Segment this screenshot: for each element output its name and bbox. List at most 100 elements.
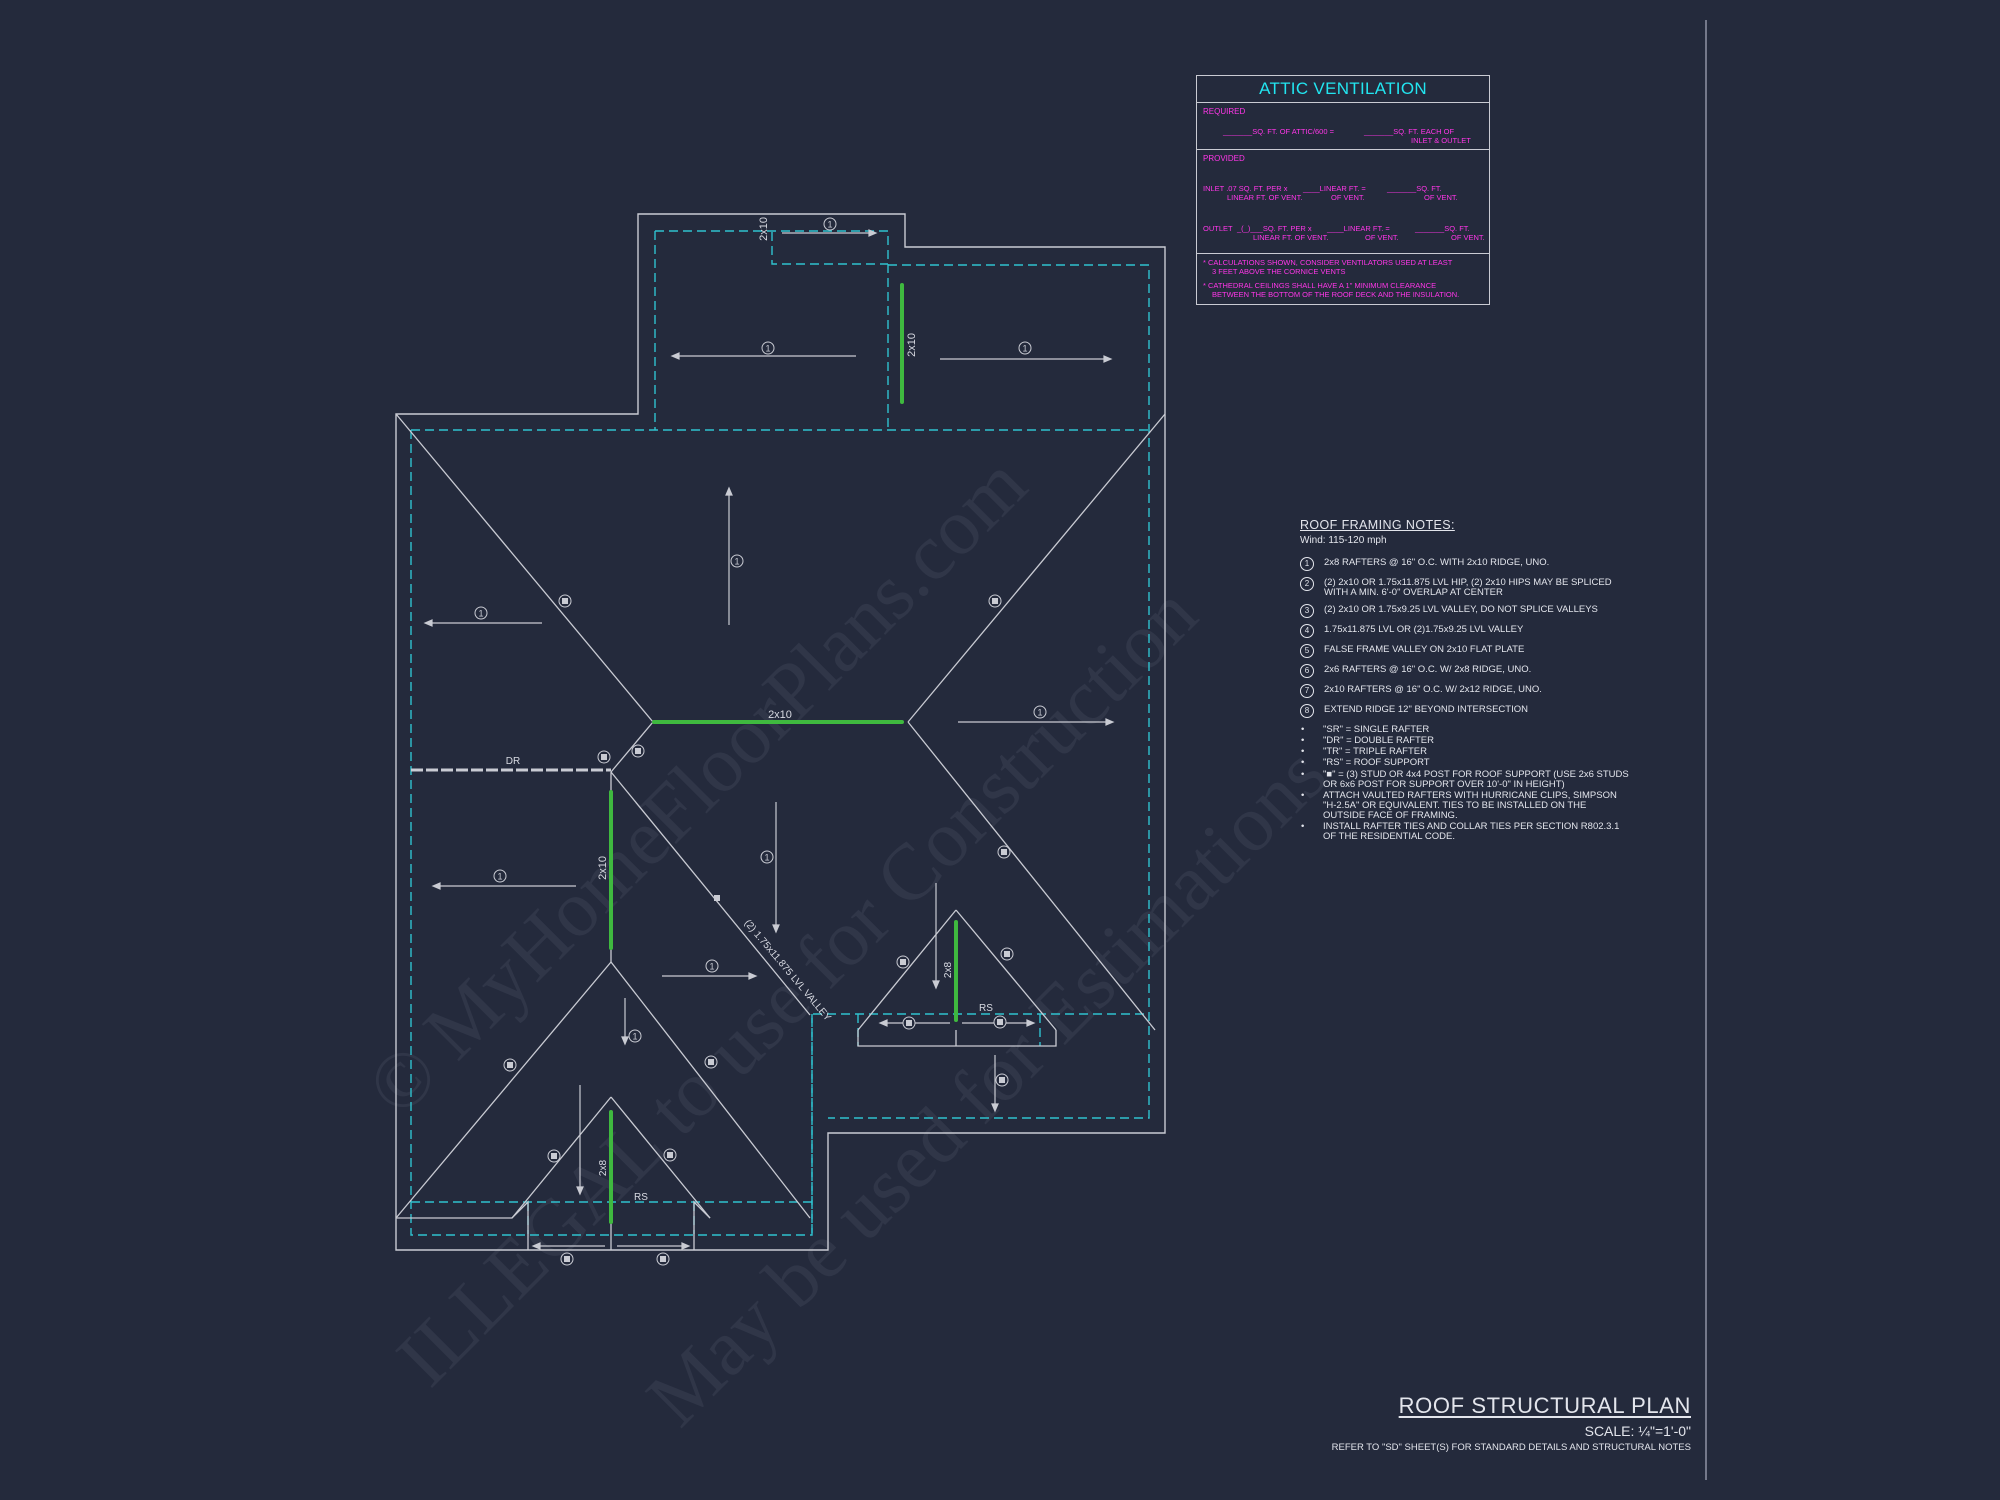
roof-support-marker <box>560 1252 574 1266</box>
notes-heading: ROOF FRAMING NOTES: <box>1300 518 1455 532</box>
roof-support-marker <box>995 1073 1009 1087</box>
bullet-symbol: • <box>1301 735 1305 746</box>
attic-ventilation-title: ATTIC VENTILATION <box>1197 76 1489 103</box>
note-bullet-item: • "DR" = DOUBLE RAFTER <box>1300 736 1630 746</box>
double-rafter-label: DR <box>506 756 520 767</box>
roof-support-marker <box>993 1015 1007 1029</box>
outlet-d: ____LINEAR FT. = <box>1327 224 1390 233</box>
ridge-top-label: 2x10 <box>758 217 770 241</box>
inlet-d: OF VENT. <box>1331 193 1365 202</box>
svg-text:1: 1 <box>734 557 739 567</box>
roof-support-marker <box>631 744 645 758</box>
valley-post-square <box>714 895 720 901</box>
note-text: EXTEND RIDGE 12" BEYOND INTERSECTION <box>1324 704 1528 715</box>
ridge-main-label: 2x10 <box>768 709 792 721</box>
svg-text:1: 1 <box>764 853 769 863</box>
rafter-tag: 1 <box>761 341 775 355</box>
roof-support-marker <box>597 750 611 764</box>
roof-support-marker <box>896 955 910 969</box>
ridges <box>609 283 958 1224</box>
bay-outlines <box>396 1030 1057 1250</box>
bullet-symbol: • <box>1301 769 1305 780</box>
note-number: 6 <box>1300 664 1314 678</box>
bullet-text: "TR" = TRIPLE RAFTER <box>1323 746 1427 757</box>
note-bullet-item: •INSTALL RAFTER TIES AND COLLAR TIES PER… <box>1300 822 1630 842</box>
svg-text:1: 1 <box>709 962 714 972</box>
drawing-refer-note: REFER TO "SD" SHEET(S) FOR STANDARD DETA… <box>1331 1442 1691 1453</box>
svg-text:1: 1 <box>478 609 483 619</box>
roof-support-marker <box>988 594 1002 608</box>
roof-support-marker <box>656 1252 670 1266</box>
roof-support-label-left: RS <box>634 1192 648 1203</box>
outlet-b: _(_)___SQ. FT. PER x <box>1237 224 1312 233</box>
note-bullet-item: • "RS" = ROOF SUPPORT <box>1300 758 1630 768</box>
note-item: 6 2x6 RAFTERS @ 16" O.C. W/ 2x8 RIDGE, UN… <box>1300 664 1630 678</box>
roof-support-marker <box>503 1058 517 1072</box>
notes-wind: Wind: 115-120 mph <box>1300 535 1387 546</box>
attic-provided-section: PROVIDED INLET .07 SQ. FT. PER x LINEAR … <box>1197 150 1489 254</box>
roof-support-marker <box>704 1055 718 1069</box>
rafter-tag: 1 <box>1018 341 1032 355</box>
note-number: 1 <box>1300 557 1314 571</box>
outlet-c: LINEAR FT. OF VENT. <box>1253 233 1329 242</box>
required-line2: _______SQ. FT. EACH OF <box>1364 127 1455 136</box>
bullet-symbol: • <box>1301 790 1305 801</box>
note-item: 4 1.75x11.875 LVL OR (2)1.75x9.25 LVL VAL… <box>1300 624 1630 638</box>
bullet-symbol: • <box>1301 746 1305 757</box>
rafter-tag: 1 <box>493 869 507 883</box>
rafter-tag: 1 <box>730 554 744 568</box>
note-text: 1.75x11.875 LVL OR (2)1.75x9.25 LVL VALL… <box>1324 624 1524 635</box>
note-text: 2x6 RAFTERS @ 16" O.C. W/ 2x8 RIDGE, UNO… <box>1324 664 1532 675</box>
roof-support-marker <box>663 1148 677 1162</box>
note-number: 4 <box>1300 624 1314 638</box>
outlet-g: OF VENT. <box>1451 233 1485 242</box>
inlet-c: ____LINEAR FT. = <box>1303 184 1366 193</box>
note-number: 2 <box>1300 577 1314 591</box>
attic-notes-section: * CALCULATIONS SHOWN, CONSIDER VENTILATO… <box>1197 254 1489 304</box>
wall-dashed-lines <box>410 230 1150 1236</box>
svg-text:1: 1 <box>497 872 502 882</box>
roof-support-markers <box>503 594 1014 1266</box>
ridge-garage-label: 2x10 <box>906 333 918 357</box>
rafter-tag: 1 <box>823 217 837 231</box>
required-line1: _______SQ. FT. OF ATTIC/600 = <box>1223 127 1334 136</box>
required-line3: INLET & OUTLET <box>1411 136 1471 145</box>
attic-ventilation-table: ATTIC VENTILATION REQUIRED _______SQ. FT… <box>1196 75 1490 305</box>
bullet-text: "DR" = DOUBLE RAFTER <box>1323 735 1434 746</box>
roof-support-label-right: RS <box>979 1003 993 1014</box>
note-number: 7 <box>1300 684 1314 698</box>
note-number: 5 <box>1300 644 1314 658</box>
title-block: ROOF STRUCTURAL PLAN SCALE: ¼"=1'-0" REF… <box>1332 1393 1691 1453</box>
notes-bullets: •"SR" = SINGLE RAFTER•"DR" = DOUBLE RAFT… <box>1300 725 1630 842</box>
provided-label: PROVIDED <box>1203 154 1245 163</box>
svg-text:1: 1 <box>1037 708 1042 718</box>
note-bullet-item: • "TR" = TRIPLE RAFTER <box>1300 747 1630 757</box>
rafter-arrows <box>423 229 1115 1250</box>
svg-text:1: 1 <box>1022 344 1027 354</box>
roof-outline <box>395 213 1166 1251</box>
bullet-symbol: • <box>1301 757 1305 768</box>
rafter-tag: 1 <box>705 959 719 973</box>
drawing-scale: SCALE: ¼"=1'-0" <box>1584 1423 1691 1439</box>
note-text: (2) 2x10 OR 1.75x11.875 LVL HIP, (2) 2x1… <box>1324 577 1612 598</box>
note-bullet-item: •"■" = (3) STUD OR 4x4 POST FOR ROOF SUP… <box>1300 770 1630 790</box>
outlet-e: OF VENT. <box>1365 233 1399 242</box>
inlet-a: INLET .07 SQ. FT. PER x <box>1203 184 1288 193</box>
ridge-gable-right-label: 2x8 <box>943 962 954 979</box>
note-bullet-item: • ATTACH VAULTED RAFTERS WITH HURRICANE C… <box>1300 791 1630 821</box>
note-item: 3(2) 2x10 OR 1.75x9.25 LVL VALLEY, DO NO… <box>1300 604 1630 618</box>
outlet-a: OUTLET <box>1203 224 1233 233</box>
svg-text:1: 1 <box>827 220 832 230</box>
roof-support-marker <box>902 1016 916 1030</box>
required-label: REQUIRED <box>1203 107 1246 116</box>
note-bullet-item: •"SR" = SINGLE RAFTER <box>1300 725 1630 735</box>
roof-support-marker <box>1000 947 1014 961</box>
attic-note1a: * CALCULATIONS SHOWN, CONSIDER VENTILATO… <box>1203 258 1453 267</box>
roof-support-marker <box>558 594 572 608</box>
roof-support-marker <box>547 1149 561 1163</box>
bullet-text: "RS" = ROOF SUPPORT <box>1323 757 1430 768</box>
bullet-text: ATTACH VAULTED RAFTERS WITH HURRICANE CL… <box>1323 790 1617 821</box>
